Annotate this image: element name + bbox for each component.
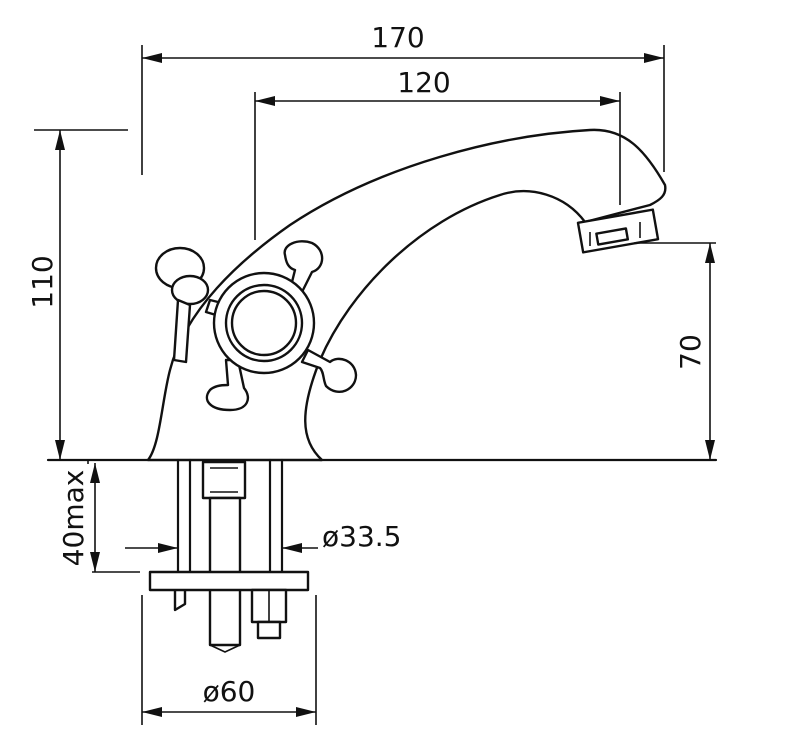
- dimension-overall-width: 170: [141, 21, 665, 175]
- mounting-plate: [148, 570, 310, 592]
- dimension-label-170: 170: [371, 21, 424, 54]
- fixing-nut: [250, 588, 288, 640]
- dimension-reach: 120: [254, 66, 621, 240]
- cross-handle: [204, 240, 358, 412]
- aerator-nozzle: [576, 208, 660, 254]
- dimension-label-110: 110: [26, 255, 59, 308]
- dimension-max-deck-thickness: 40max: [57, 460, 140, 573]
- dimension-base-diameter: ø60: [141, 595, 317, 725]
- mounting-shank: [176, 458, 284, 577]
- faucet-body: [146, 128, 667, 462]
- rear-handle: [154, 246, 210, 364]
- dimension-label-70: 70: [674, 334, 707, 370]
- dimension-shank-diameter: ø33.5: [125, 520, 401, 553]
- dimension-label-120: 120: [397, 66, 450, 99]
- dimension-label-shank: ø33.5: [322, 520, 401, 553]
- dimension-label-40max: 40max: [57, 470, 90, 567]
- dimension-label-base: ø60: [203, 675, 256, 708]
- dimension-height: 110: [26, 129, 128, 460]
- dimension-spout-height: 70: [634, 242, 716, 460]
- supply-pipe: [173, 460, 247, 653]
